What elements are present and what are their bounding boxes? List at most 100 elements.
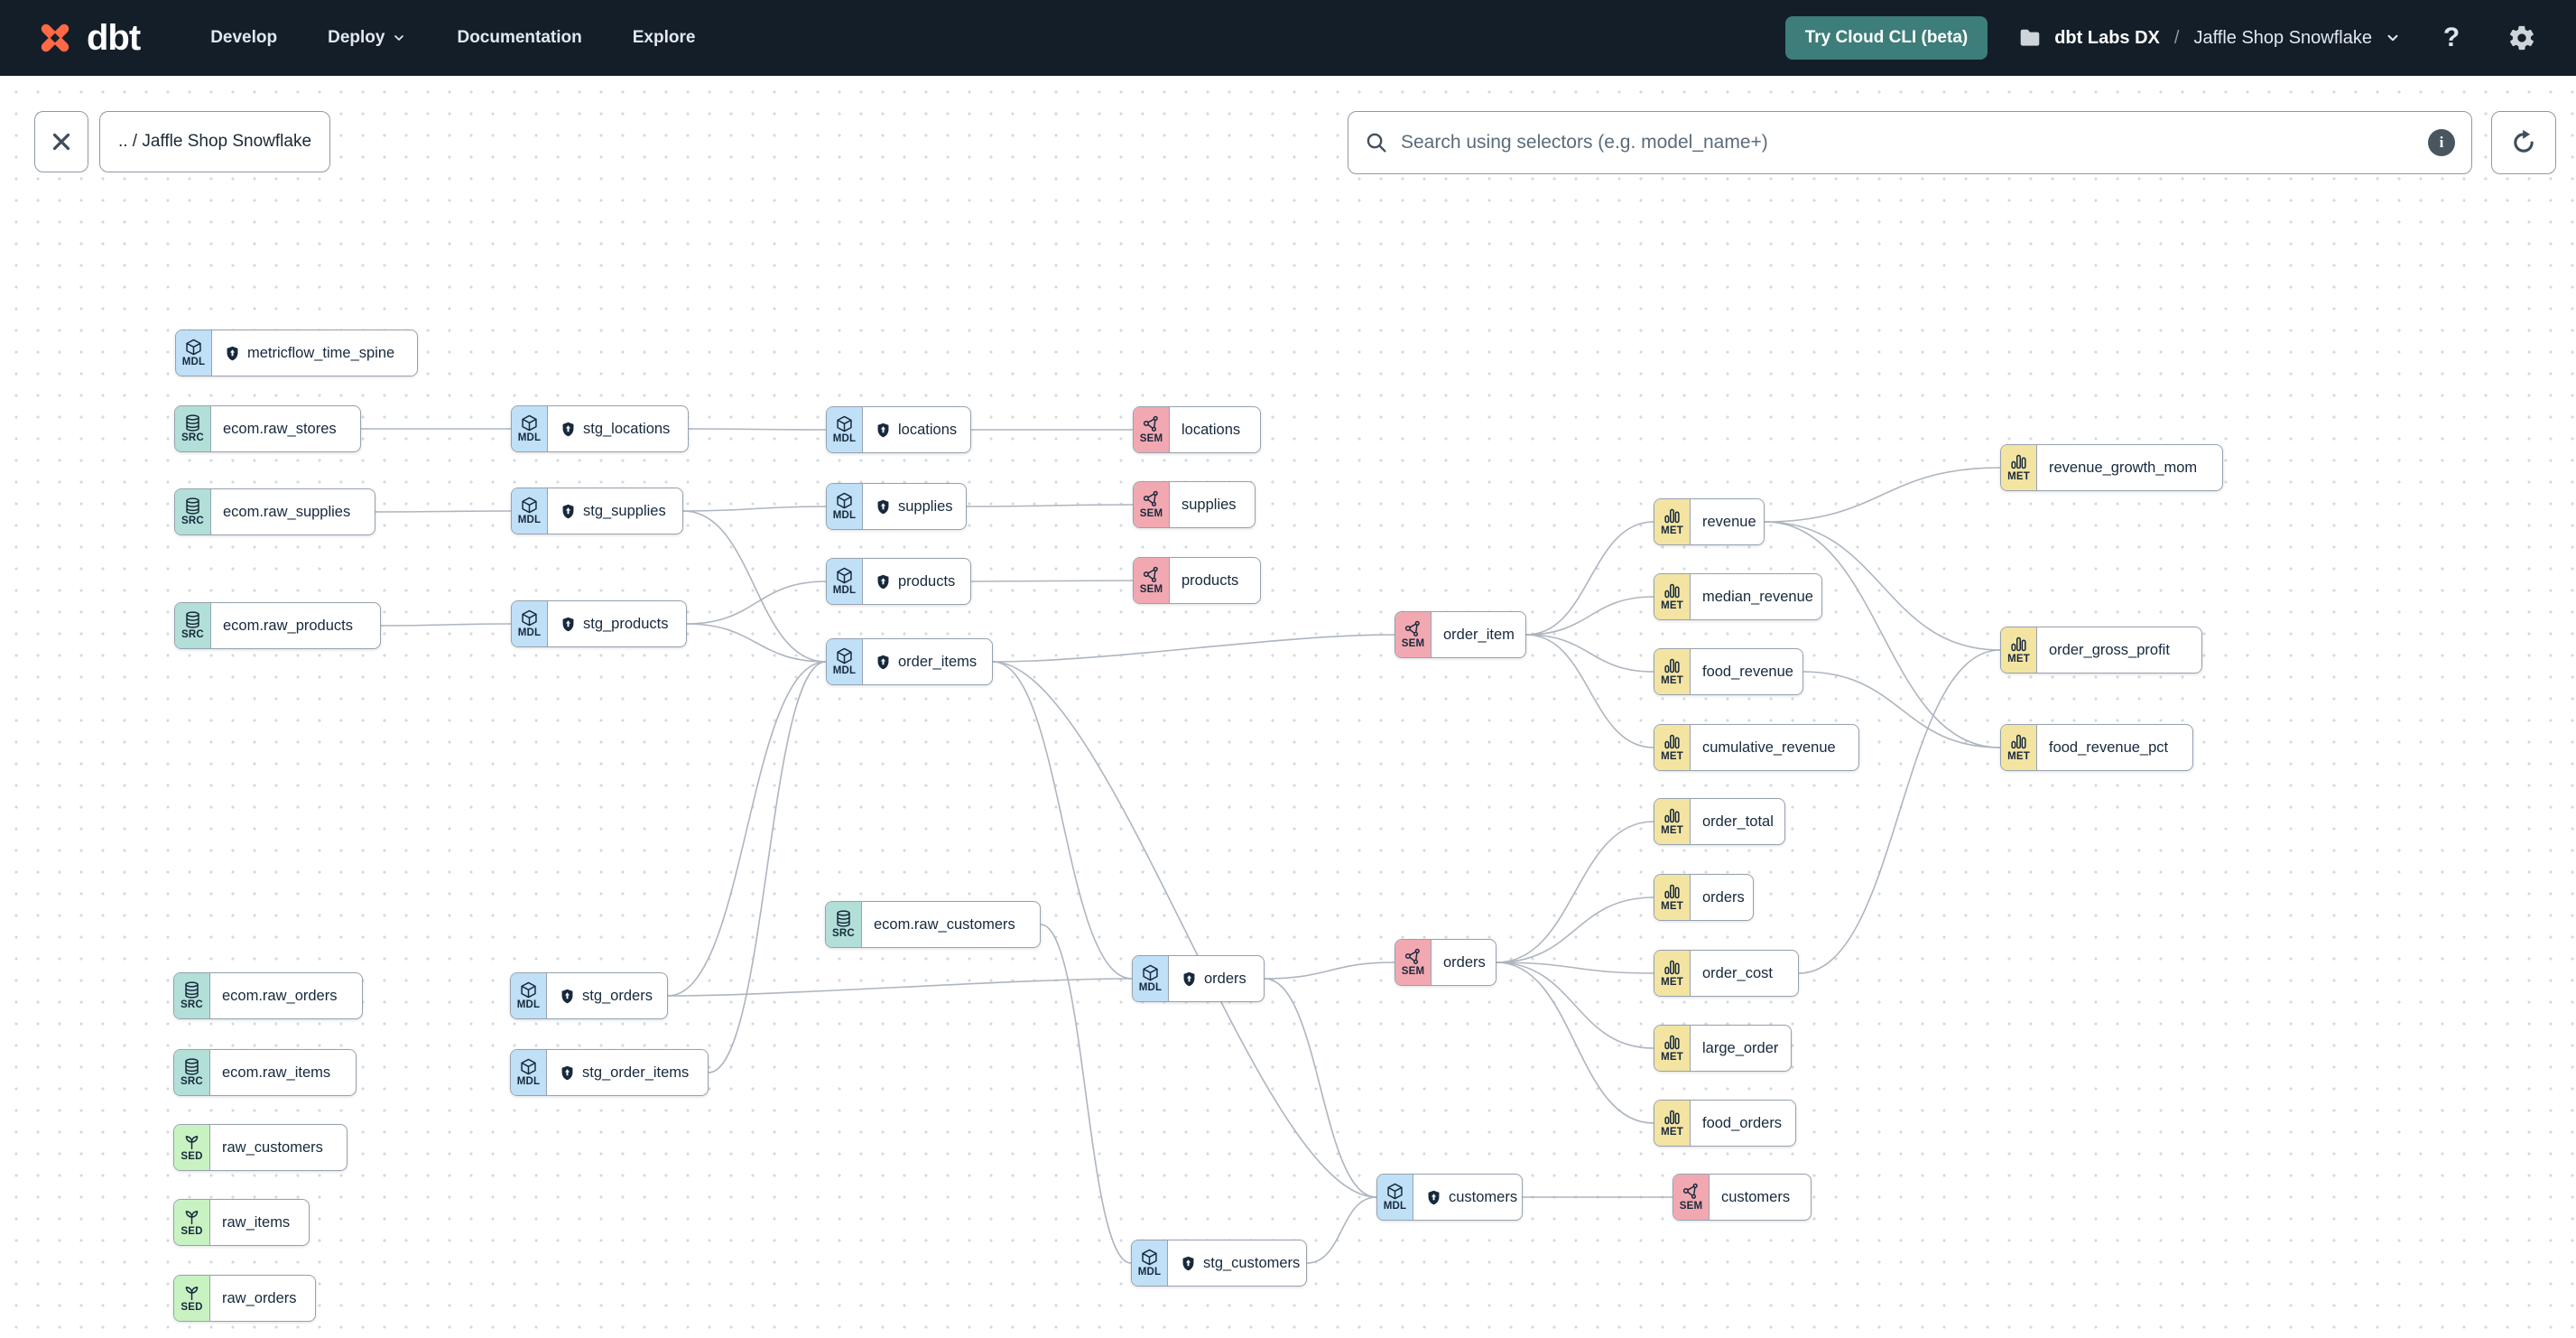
seed-icon bbox=[185, 1287, 199, 1301]
node-type-label: MET bbox=[1661, 825, 1683, 837]
node-label: food_orders bbox=[1702, 1114, 1783, 1131]
node-label: raw_customers bbox=[222, 1138, 323, 1156]
help-button[interactable]: ? bbox=[2432, 18, 2471, 58]
node-label: ecom.raw_items bbox=[222, 1064, 331, 1081]
edge-mdl_stg_products-to-mdl_products bbox=[686, 581, 827, 625]
node-label-area: products bbox=[1170, 558, 1249, 603]
node-label-area: stg_orders bbox=[547, 973, 663, 1018]
node-mdl_stg_customers[interactable]: MDL stg_customers bbox=[1131, 1240, 1307, 1287]
source-type-badge: SRC bbox=[175, 603, 211, 648]
dbt-logo[interactable]: dbt bbox=[34, 17, 141, 59]
nav-item-documentation[interactable]: Documentation bbox=[457, 28, 581, 48]
node-sem_products[interactable]: SEM products bbox=[1133, 557, 1261, 604]
node-label: stg_products bbox=[583, 615, 669, 632]
nav-item-explore[interactable]: Explore bbox=[633, 28, 696, 48]
seed-icon bbox=[185, 1211, 199, 1225]
nav-item-deploy[interactable]: Deploy bbox=[328, 28, 406, 48]
node-label-area: stg_order_items bbox=[547, 1050, 700, 1095]
lineage-edges bbox=[361, 428, 2001, 1264]
edge-sem_orders-to-met_order_cost bbox=[1496, 962, 1654, 974]
nav-item-develop[interactable]: Develop bbox=[210, 28, 277, 48]
metric-type-badge: MET bbox=[2001, 627, 2037, 673]
node-label: order_items bbox=[898, 653, 978, 670]
model-type-badge: MDL bbox=[827, 484, 863, 529]
node-label: stg_customers bbox=[1203, 1254, 1301, 1271]
node-label: order_item bbox=[1443, 626, 1515, 643]
info-icon[interactable]: i bbox=[2428, 129, 2455, 156]
project-switcher[interactable]: dbt Labs DX / Jaffle Shop Snowflake bbox=[2018, 26, 2401, 50]
breadcrumb[interactable]: .. / Jaffle Shop Snowflake bbox=[99, 111, 330, 172]
refresh-icon bbox=[2514, 129, 2534, 153]
search-input[interactable] bbox=[1401, 132, 2415, 153]
node-type-label: SEM bbox=[1401, 966, 1425, 978]
semantic-model-type-badge: SEM bbox=[1134, 558, 1170, 603]
node-label-area: large_order bbox=[1691, 1026, 1789, 1071]
semantic-model-icon bbox=[1404, 621, 1420, 637]
node-met_food_orders[interactable]: MET food_orders bbox=[1654, 1100, 1796, 1147]
node-type-label: MDL bbox=[1137, 1267, 1162, 1278]
shield-icon bbox=[877, 499, 889, 514]
settings-button[interactable] bbox=[2502, 18, 2542, 58]
cube-icon bbox=[521, 981, 536, 999]
question-mark-icon: ? bbox=[2442, 23, 2460, 52]
node-label: products bbox=[1181, 571, 1239, 589]
database-icon bbox=[186, 497, 199, 515]
node-label-area: order_cost bbox=[1691, 951, 1784, 996]
node-label: food_revenue bbox=[1702, 663, 1793, 680]
close-lineage-button[interactable] bbox=[34, 111, 88, 172]
edge-sem_order_item-to-met_cumulative_revenue bbox=[1525, 634, 1654, 748]
node-label: raw_items bbox=[222, 1213, 291, 1231]
node-label-area: orders bbox=[1169, 956, 1257, 1001]
lineage-canvas[interactable]: .. / Jaffle Shop Snowflake i MDLmetricfl… bbox=[0, 76, 2576, 1338]
try-cloud-cli-button[interactable]: Try Cloud CLI (beta) bbox=[1784, 16, 1988, 60]
semantic-model-icon bbox=[1143, 416, 1158, 432]
refresh-button[interactable] bbox=[2491, 111, 2556, 174]
shield-icon bbox=[561, 1065, 573, 1080]
model-type-badge: MDL bbox=[512, 406, 548, 451]
edge-mdl_stg_orders-to-mdl_order_items bbox=[667, 661, 827, 997]
account-name: dbt Labs DX bbox=[2054, 27, 2160, 48]
semantic-model-type-badge: SEM bbox=[1395, 940, 1432, 985]
node-label: orders bbox=[1204, 970, 1246, 987]
metric-type-badge: MET bbox=[2001, 445, 2037, 490]
node-type-label: MET bbox=[1661, 1127, 1683, 1138]
node-type-label: MET bbox=[1661, 525, 1683, 537]
